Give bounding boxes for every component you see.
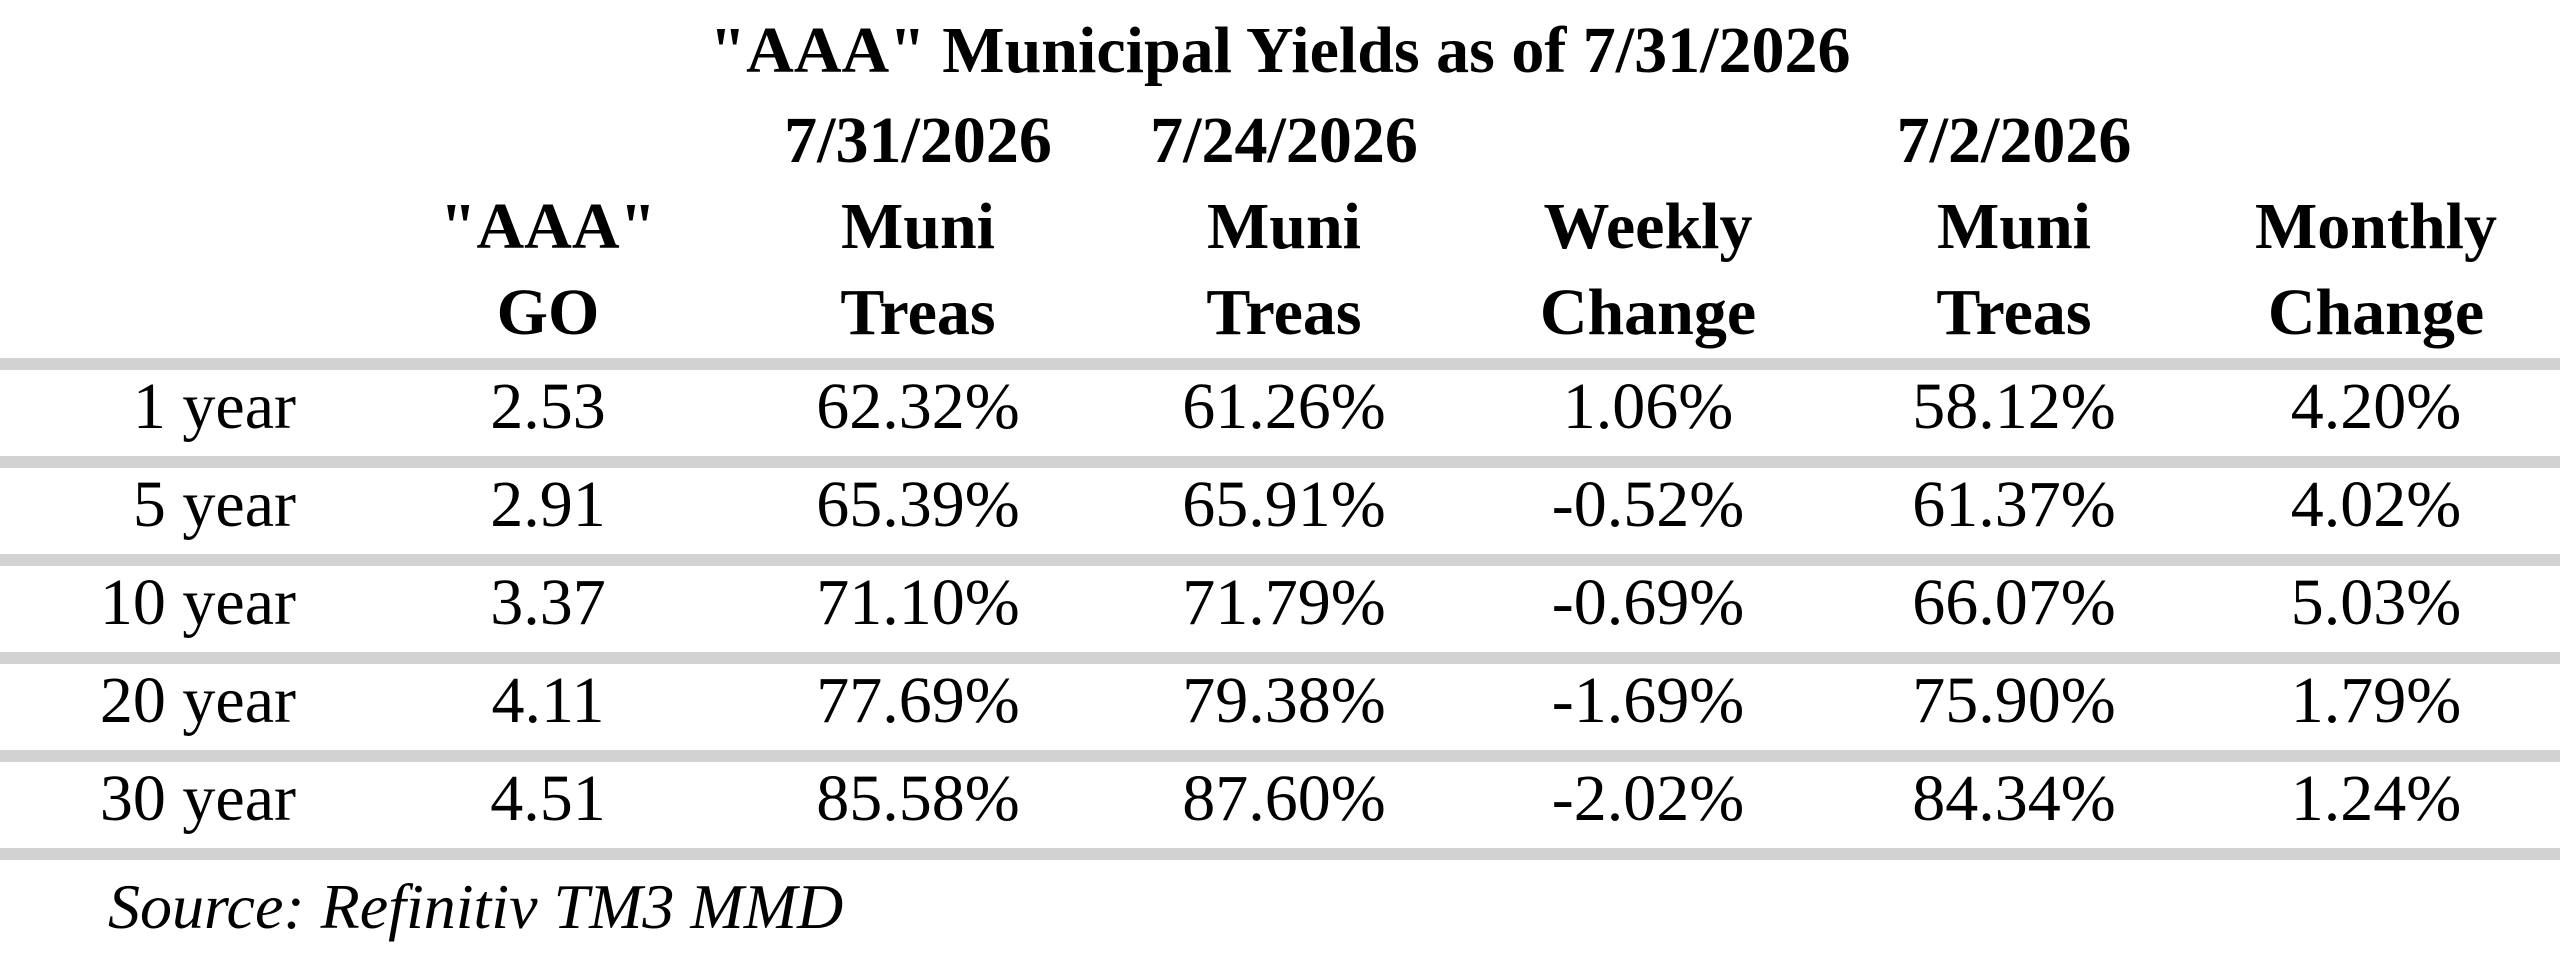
row-divider-2: [0, 554, 2560, 566]
row-label: 1 year: [132, 370, 296, 443]
column-header-weekly_change-line-2: Change: [1539, 276, 1757, 349]
table-cell-muni_treas_0702: 58.12%: [1912, 370, 2116, 443]
row-divider-1: [0, 456, 2560, 468]
column-header-muni_treas_0724-line-0: 7/24/2026: [1150, 104, 1418, 177]
table-cell-weekly_change: -1.69%: [1551, 664, 1745, 737]
column-header-weekly_change-line-1: Weekly: [1543, 190, 1753, 263]
column-header-monthly_change-line-2: Change: [2267, 276, 2485, 349]
table-cell-go: 4.51: [490, 762, 606, 835]
table-cell-go: 3.37: [490, 566, 606, 639]
table-cell-muni_treas_0724: 71.79%: [1182, 566, 1386, 639]
row-label: 10 year: [99, 566, 296, 639]
table-cell-muni_treas_0724: 79.38%: [1182, 664, 1386, 737]
table-cell-muni_treas_0731: 85.58%: [816, 762, 1020, 835]
table-cell-go: 4.11: [491, 664, 605, 737]
source-note: Source: Refinitiv TM3 MMD: [108, 871, 844, 942]
table-cell-muni_treas_0702: 61.37%: [1912, 468, 2116, 541]
table-cell-muni_treas_0724: 65.91%: [1182, 468, 1386, 541]
row-divider-0: [0, 358, 2560, 370]
table-cell-go: 2.91: [490, 468, 606, 541]
table-cell-muni_treas_0731: 71.10%: [816, 566, 1020, 639]
row-divider-4: [0, 750, 2560, 762]
table-cell-monthly_change: 4.20%: [2290, 370, 2462, 443]
table-cell-muni_treas_0702: 75.90%: [1912, 664, 2116, 737]
column-header-muni_treas_0731-line-0: 7/31/2026: [784, 104, 1052, 177]
table-cell-muni_treas_0702: 84.34%: [1912, 762, 2116, 835]
column-header-muni_treas_0702-line-2: Treas: [1936, 276, 2092, 349]
column-header-muni_treas_0724-line-1: Muni: [1206, 190, 1362, 263]
table-cell-weekly_change: -0.69%: [1551, 566, 1745, 639]
row-label: 20 year: [99, 664, 296, 737]
table-cell-go: 2.53: [490, 370, 606, 443]
table-cell-muni_treas_0702: 66.07%: [1912, 566, 2116, 639]
column-header-muni_treas_0702-line-0: 7/2/2026: [1896, 104, 2132, 177]
table-cell-muni_treas_0724: 87.60%: [1182, 762, 1386, 835]
row-divider-5: [0, 848, 2560, 860]
column-header-muni_treas_0724-line-2: Treas: [1206, 276, 1362, 349]
row-divider-3: [0, 652, 2560, 664]
table-cell-muni_treas_0724: 61.26%: [1182, 370, 1386, 443]
column-header-muni_treas_0731-line-2: Treas: [840, 276, 996, 349]
table-cell-muni_treas_0731: 77.69%: [816, 664, 1020, 737]
column-header-muni_treas_0702-line-1: Muni: [1936, 190, 2092, 263]
table-title: "AAA" Municipal Yields as of 7/31/2026: [709, 14, 1851, 87]
table-cell-monthly_change: 5.03%: [2290, 566, 2462, 639]
row-label: 5 year: [132, 468, 296, 541]
table-cell-monthly_change: 4.02%: [2290, 468, 2462, 541]
column-header-go-line-2: GO: [496, 276, 600, 349]
column-header-go-line-1: "AAA": [439, 190, 657, 263]
table-cell-weekly_change: -2.02%: [1551, 762, 1745, 835]
table-cell-monthly_change: 1.24%: [2290, 762, 2462, 835]
table-cell-weekly_change: 1.06%: [1562, 370, 1734, 443]
column-header-muni_treas_0731-line-1: Muni: [840, 190, 996, 263]
table-cell-muni_treas_0731: 62.32%: [816, 370, 1020, 443]
table-cell-monthly_change: 1.79%: [2290, 664, 2462, 737]
table-cell-muni_treas_0731: 65.39%: [816, 468, 1020, 541]
table-cell-weekly_change: -0.52%: [1551, 468, 1745, 541]
row-label: 30 year: [99, 762, 296, 835]
column-header-monthly_change-line-1: Monthly: [2254, 190, 2498, 263]
